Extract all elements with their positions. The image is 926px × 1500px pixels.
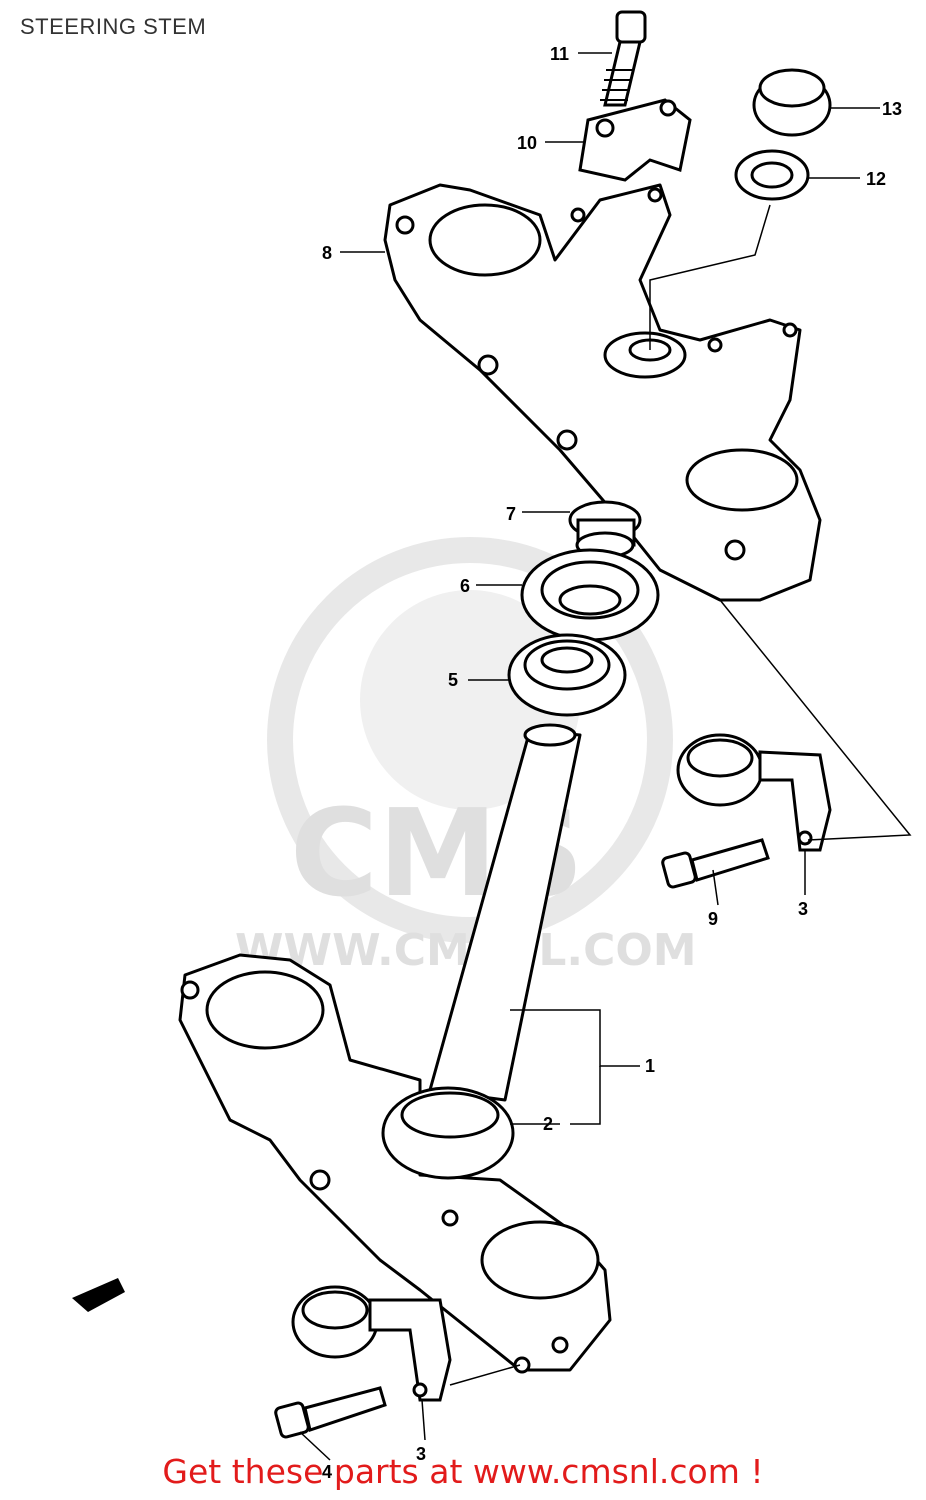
footer-link[interactable]: Get these parts at www.cmsnl.com ! [162,1452,764,1491]
callout-2: 2 [543,1114,553,1134]
callout-9: 9 [708,909,718,929]
page-title: STEERING STEM [20,14,207,39]
callout-5: 5 [448,670,458,690]
callout-6: 6 [460,576,470,596]
lower-bracket-stem [178,723,612,1374]
callout-7: 7 [506,504,516,524]
upper-bracket [383,183,822,602]
clamp-bolt [600,10,647,107]
callout-11: 11 [550,44,569,64]
callout-8: 8 [322,243,332,263]
steering-bearing [507,633,627,717]
stem-nut [568,500,642,559]
handlebar-clamp [578,98,692,182]
callout-1: 1 [645,1056,655,1076]
callouts: 1 2 3 3 4 5 6 7 8 9 10 11 12 13 [322,44,902,1482]
stem-washer [734,149,810,201]
bearing-cone [520,548,660,642]
callout-3-lower: 3 [416,1444,426,1464]
stem-cap [752,68,832,137]
upper-handlebar-holder [676,733,832,852]
lower-holder-bolt [274,1386,387,1439]
lower-handlebar-holder [291,1285,452,1402]
callout-10: 10 [517,133,537,153]
callout-13: 13 [882,99,902,119]
callout-12: 12 [866,169,886,189]
front-direction-arrow [72,1278,125,1312]
upper-holder-bolt [661,838,770,889]
leader-lines [299,52,912,1461]
callout-4: 4 [322,1462,332,1482]
callout-3-upper: 3 [798,899,808,919]
